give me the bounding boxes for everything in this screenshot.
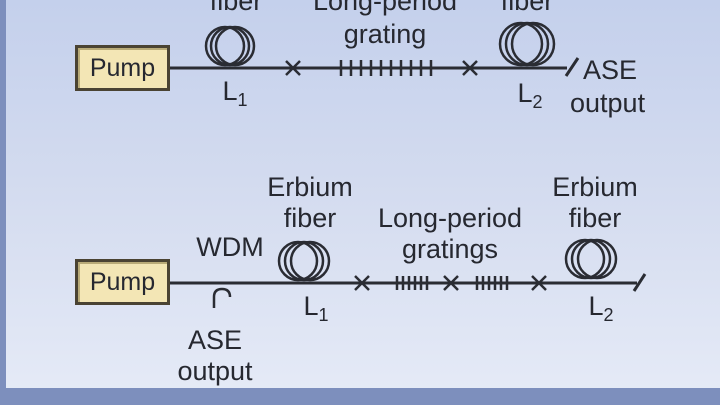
- bottom-length-1-main: L: [303, 291, 319, 321]
- top-length-1-main: L: [222, 76, 238, 106]
- bottom-fiber-2-label-line-2: fiber: [568, 203, 622, 233]
- bottom-fiber-coil-2: [564, 238, 618, 280]
- top-grating-label-line-2: grating: [343, 19, 427, 49]
- top-output-label-line-2: output: [570, 88, 646, 118]
- bottom-fiber-2-label-line-1: Erbium: [552, 172, 638, 202]
- bottom-long-period-grating-2: [475, 276, 509, 290]
- top-length-2-main: L: [517, 78, 533, 108]
- bottom-pump-label: Pump: [89, 267, 156, 296]
- bottom-length-2-subscript: 2: [603, 305, 614, 325]
- bottom-length-1-subscript: 1: [318, 305, 329, 325]
- bottom-splice-mark-2: [443, 275, 459, 291]
- bottom-output-end-mark: [632, 273, 647, 292]
- bottom-fiber-1-label-line-2: fiber: [283, 203, 337, 233]
- bottom-gratings-label-line-1: Long-period: [377, 203, 523, 233]
- bottom-fiber-coil-1: [277, 240, 331, 282]
- top-fiber-2-label: fiber: [500, 0, 554, 16]
- top-long-period-grating: [339, 60, 433, 76]
- top-output-label-line-1: ASE: [583, 55, 638, 85]
- top-output-end-mark: [564, 57, 580, 77]
- frame-left-border: [0, 0, 6, 390]
- bottom-pump-source: Pump: [75, 259, 170, 305]
- top-fiber-1-label: fiber: [209, 0, 263, 16]
- frame-bottom-border: [0, 388, 720, 405]
- top-length-2-subscript: 2: [532, 92, 543, 112]
- wdm-coupler: [212, 287, 232, 308]
- bottom-length-1-label: L1: [291, 291, 341, 331]
- top-length-1-subscript: 1: [237, 90, 248, 110]
- wdm-label: WDM: [196, 232, 264, 262]
- bottom-long-period-grating-1: [395, 276, 429, 290]
- bottom-fiber-1-label-line-1: Erbium: [267, 172, 353, 202]
- bottom-length-2-label: L2: [576, 291, 626, 331]
- top-fiber-coil-1: [204, 25, 256, 67]
- top-pump-label: Pump: [89, 53, 156, 82]
- top-pump-source: Pump: [75, 45, 170, 91]
- bottom-splice-mark-3: [531, 275, 547, 291]
- top-length-1-label: L1: [210, 76, 260, 116]
- bottom-output-label-line-1: ASE: [187, 325, 243, 355]
- top-splice-mark-2: [462, 60, 478, 76]
- bottom-splice-mark-1: [354, 275, 370, 291]
- top-fiber-coil-2: [498, 21, 556, 67]
- bottom-output-label-line-2: output: [177, 356, 253, 386]
- bottom-gratings-label-line-2: gratings: [401, 234, 499, 264]
- bottom-length-2-main: L: [588, 291, 604, 321]
- top-splice-mark-1: [285, 60, 301, 76]
- top-grating-label-line-1: Long-period: [312, 0, 458, 16]
- top-length-2-label: L2: [505, 78, 555, 118]
